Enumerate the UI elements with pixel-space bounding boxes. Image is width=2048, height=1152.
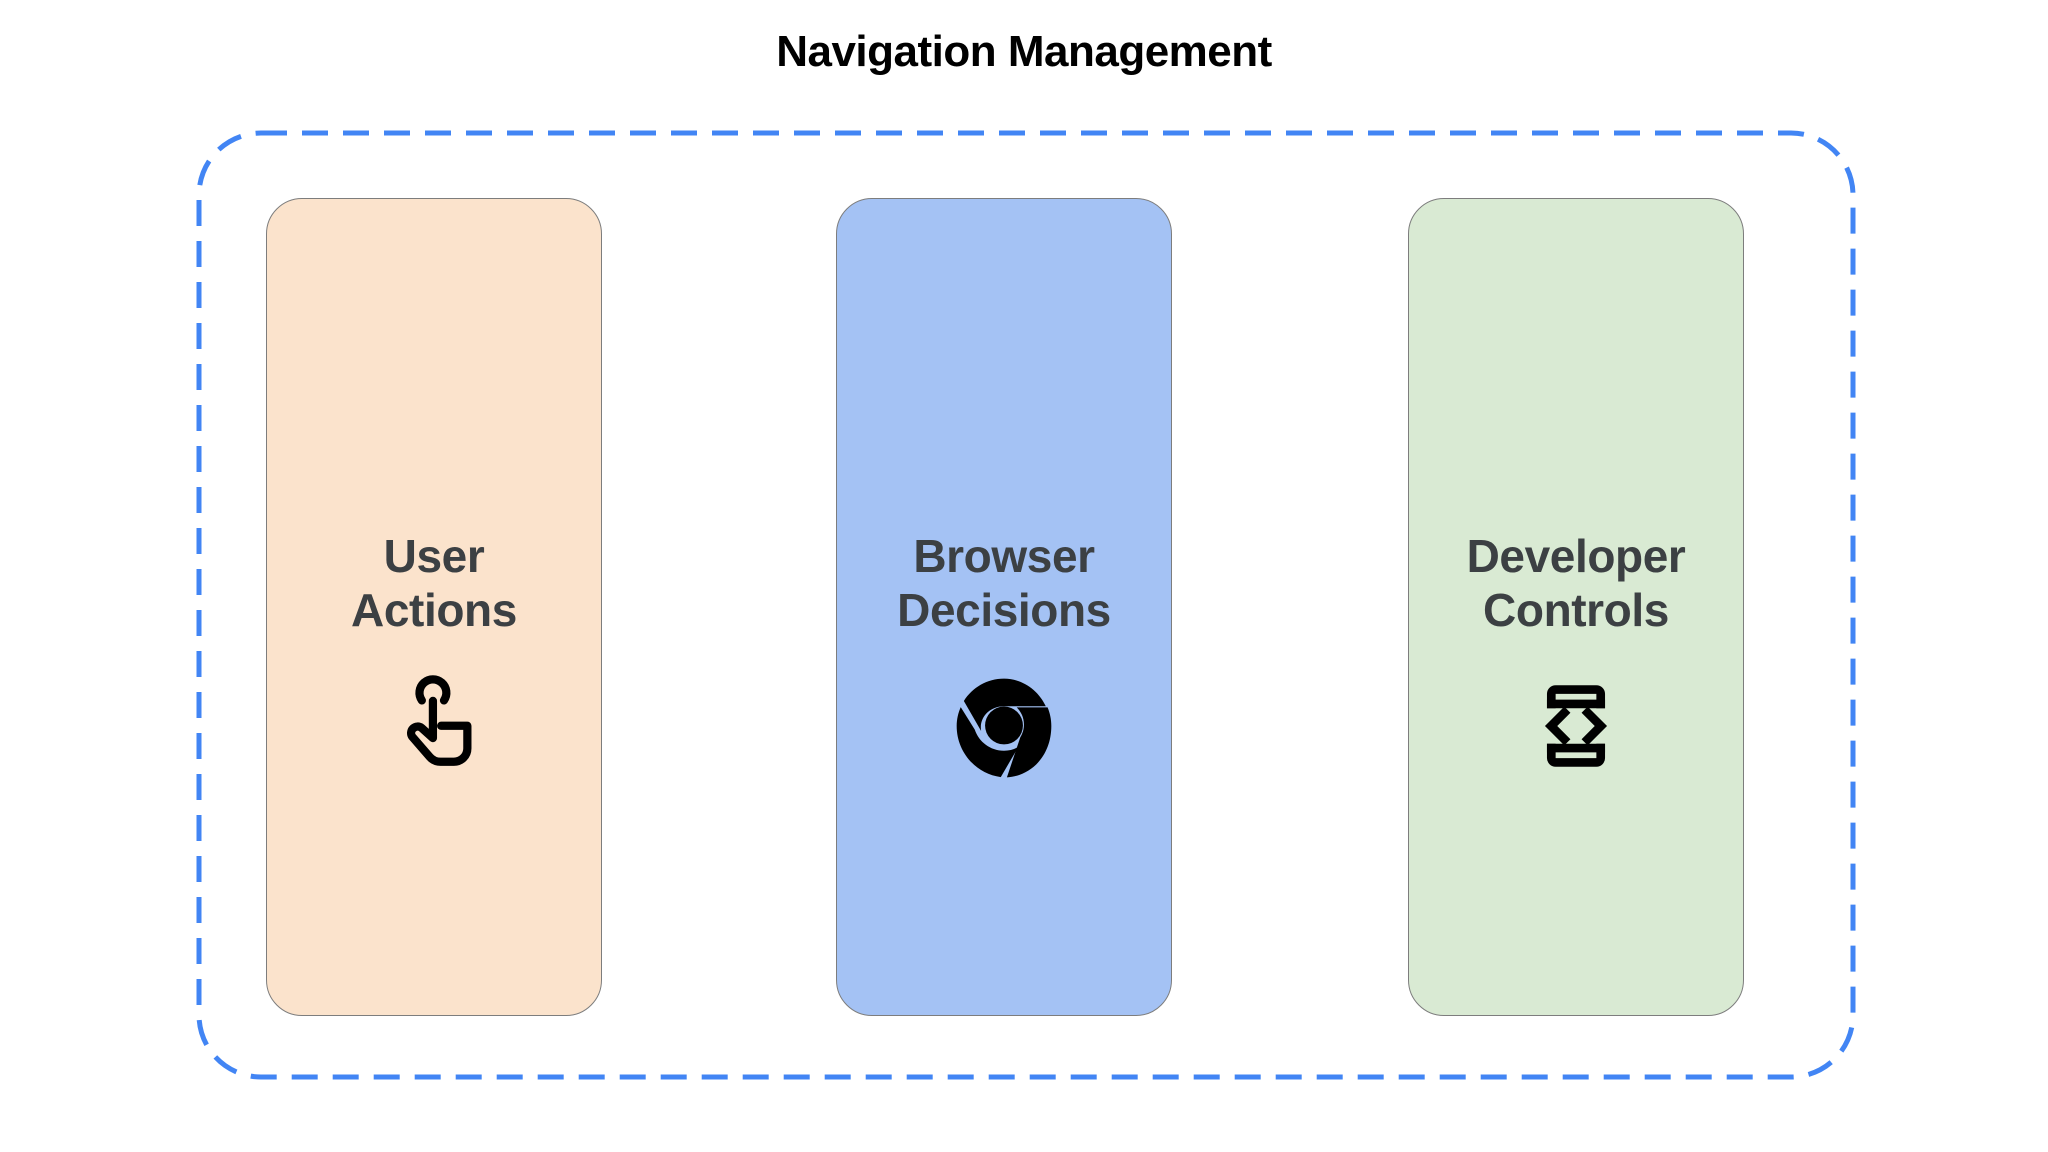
card-user-actions[interactable]: User Actions: [266, 198, 602, 1016]
developer-mode-icon: [1524, 674, 1628, 778]
cards-row: User Actions Browser Decisions: [196, 130, 1856, 1080]
card-title-browser-decisions: Browser Decisions: [897, 530, 1111, 637]
card-title-user-actions: User Actions: [351, 530, 517, 637]
page-title: Navigation Management: [776, 27, 1272, 76]
card-developer-controls[interactable]: Developer Controls: [1408, 198, 1744, 1016]
touch-app-icon: [382, 674, 486, 778]
chrome-logo-icon: [952, 674, 1056, 778]
card-title-developer-controls: Developer Controls: [1466, 530, 1686, 637]
navigation-management-group: User Actions Browser Decisions: [196, 130, 1856, 1080]
card-browser-decisions[interactable]: Browser Decisions: [836, 198, 1172, 1016]
